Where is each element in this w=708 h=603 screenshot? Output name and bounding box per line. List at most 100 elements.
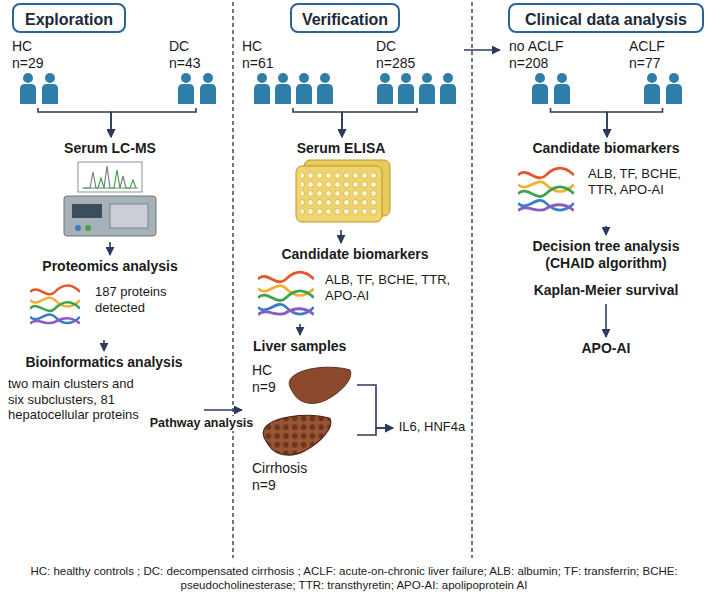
protein-helix	[518, 168, 574, 210]
person-icon	[178, 73, 194, 104]
flow-arrow	[111, 108, 196, 137]
node-title: DC n=285	[376, 38, 424, 72]
flow-arrow	[342, 108, 417, 137]
node-title: Liver samples	[253, 338, 357, 355]
node-title: HC n=29	[12, 38, 60, 72]
person-icon	[554, 73, 570, 104]
step-box: Liver samples HC n=9Cirrhosis n=9	[245, 338, 359, 498]
healthy-liver	[289, 367, 351, 403]
step-box: no ACLF n=208	[503, 38, 598, 106]
person-icon	[200, 73, 216, 104]
node-title: Cirrhosis n=9	[252, 460, 332, 494]
node-body: two main clusters and six subclusters, 8…	[8, 376, 140, 423]
node-title: Serum LC-MS	[40, 140, 180, 157]
node-title: Candidate biomarkers	[510, 140, 702, 157]
protein-helix	[30, 286, 80, 324]
step-box: Kaplan-Meier survival	[520, 282, 694, 302]
plate-wells	[301, 171, 377, 217]
spectrum-peaks	[84, 170, 136, 188]
node-title: Serum ELISA	[276, 140, 406, 157]
node-body: ALB, TF, BCHE, TTR, APO-AI	[325, 272, 455, 303]
flow-arrow	[357, 385, 393, 428]
person-icon	[398, 73, 414, 104]
instrument-body	[64, 196, 156, 236]
cirrhotic-liver	[263, 415, 331, 455]
plate-front	[296, 166, 382, 222]
step-box: IL6, HNF4a	[396, 418, 470, 438]
step-box: HC n=9	[250, 360, 355, 408]
lcms-instrument	[64, 162, 156, 236]
spectrum-frame	[78, 162, 142, 192]
step-box: DC n=285	[372, 38, 462, 106]
node-title: Exploration	[14, 10, 124, 29]
divider-line	[232, 2, 234, 558]
flow-arrow	[293, 108, 342, 137]
liver-illustrations	[263, 367, 351, 455]
node-title: Kaplan-Meier survival	[520, 282, 692, 299]
step-box: Serum LC-MS	[40, 140, 182, 240]
flow-arrow	[109, 242, 111, 255]
step-box: ACLF n=77	[625, 38, 700, 106]
node-title: HC n=9	[252, 362, 288, 396]
step-box: Candidate biomarkersALB, TF, BCHE, TTR, …	[510, 140, 704, 224]
flow-arrow	[103, 340, 105, 351]
step-box: HC n=61	[238, 38, 348, 106]
step-box: APO-AI	[570, 340, 644, 360]
flow-arrow	[605, 226, 607, 235]
section-header: Clinical data analysis	[508, 3, 704, 33]
node-title: Proteomics analysis	[20, 258, 200, 275]
node-body: ALB, TF, BCHE, TTR, APO-AI	[588, 166, 700, 197]
node-title: APO-AI	[570, 340, 642, 357]
person-icon	[42, 73, 58, 104]
node-title: HC n=61	[242, 38, 290, 72]
elisa-plate	[296, 160, 390, 222]
person-icon	[275, 73, 291, 104]
node-title: IL6, HNF4a	[396, 419, 468, 435]
person-icon	[666, 73, 682, 104]
section-header: Verification	[290, 3, 400, 33]
spectrum-peaks	[82, 166, 138, 188]
node-title: ACLF n=77	[629, 38, 677, 72]
node-title: Candidate biomarkers	[250, 246, 460, 263]
protein-helices	[30, 168, 574, 323]
flow-arrow	[357, 428, 393, 435]
node-title: no ACLF n=208	[509, 38, 571, 72]
flow-arrow	[605, 304, 607, 337]
protein-helix	[258, 272, 314, 314]
node-title: Clinical data analysis	[510, 10, 702, 29]
step-box: Decision tree analysis (CHAID algorithm)	[520, 238, 694, 274]
column-dividers	[233, 2, 472, 558]
instrument-panel	[72, 204, 102, 218]
divider-line	[471, 2, 473, 558]
step-box: Bioinformatics analysis two main clusters…	[8, 354, 202, 446]
flow-arrow	[551, 108, 608, 137]
person-icon	[317, 73, 333, 104]
step-box: Proteomics analysis 187 proteins detected	[20, 258, 202, 338]
person-icon	[254, 73, 270, 104]
people-icons	[20, 73, 682, 104]
step-box: HC n=29	[8, 38, 68, 106]
flow-arrow	[464, 49, 500, 51]
person-icon	[377, 73, 393, 104]
node-title: DC n=43	[169, 38, 217, 72]
section-header: Exploration	[12, 3, 126, 33]
person-icon	[296, 73, 312, 104]
instrument-button	[85, 225, 91, 231]
person-icon	[644, 73, 660, 104]
flow-arrow	[38, 108, 111, 137]
step-box: DC n=43	[165, 38, 227, 106]
edge-label: Pathway analysis	[148, 416, 256, 431]
step-box: Cirrhosis n=9	[250, 412, 355, 496]
step-box: Candidate biomarkersALB, TF, BCHE, TTR, …	[250, 246, 462, 322]
flow-arrow	[607, 108, 663, 137]
person-icon	[20, 73, 36, 104]
person-icon	[532, 73, 548, 104]
node-title: Bioinformatics analysis	[8, 354, 200, 371]
person-icon	[419, 73, 435, 104]
person-icon	[440, 73, 456, 104]
node-body: 187 proteins detected	[95, 284, 200, 315]
node-title: Decision tree analysis (CHAID algorithm)	[520, 238, 692, 272]
node-title: Verification	[292, 10, 398, 29]
